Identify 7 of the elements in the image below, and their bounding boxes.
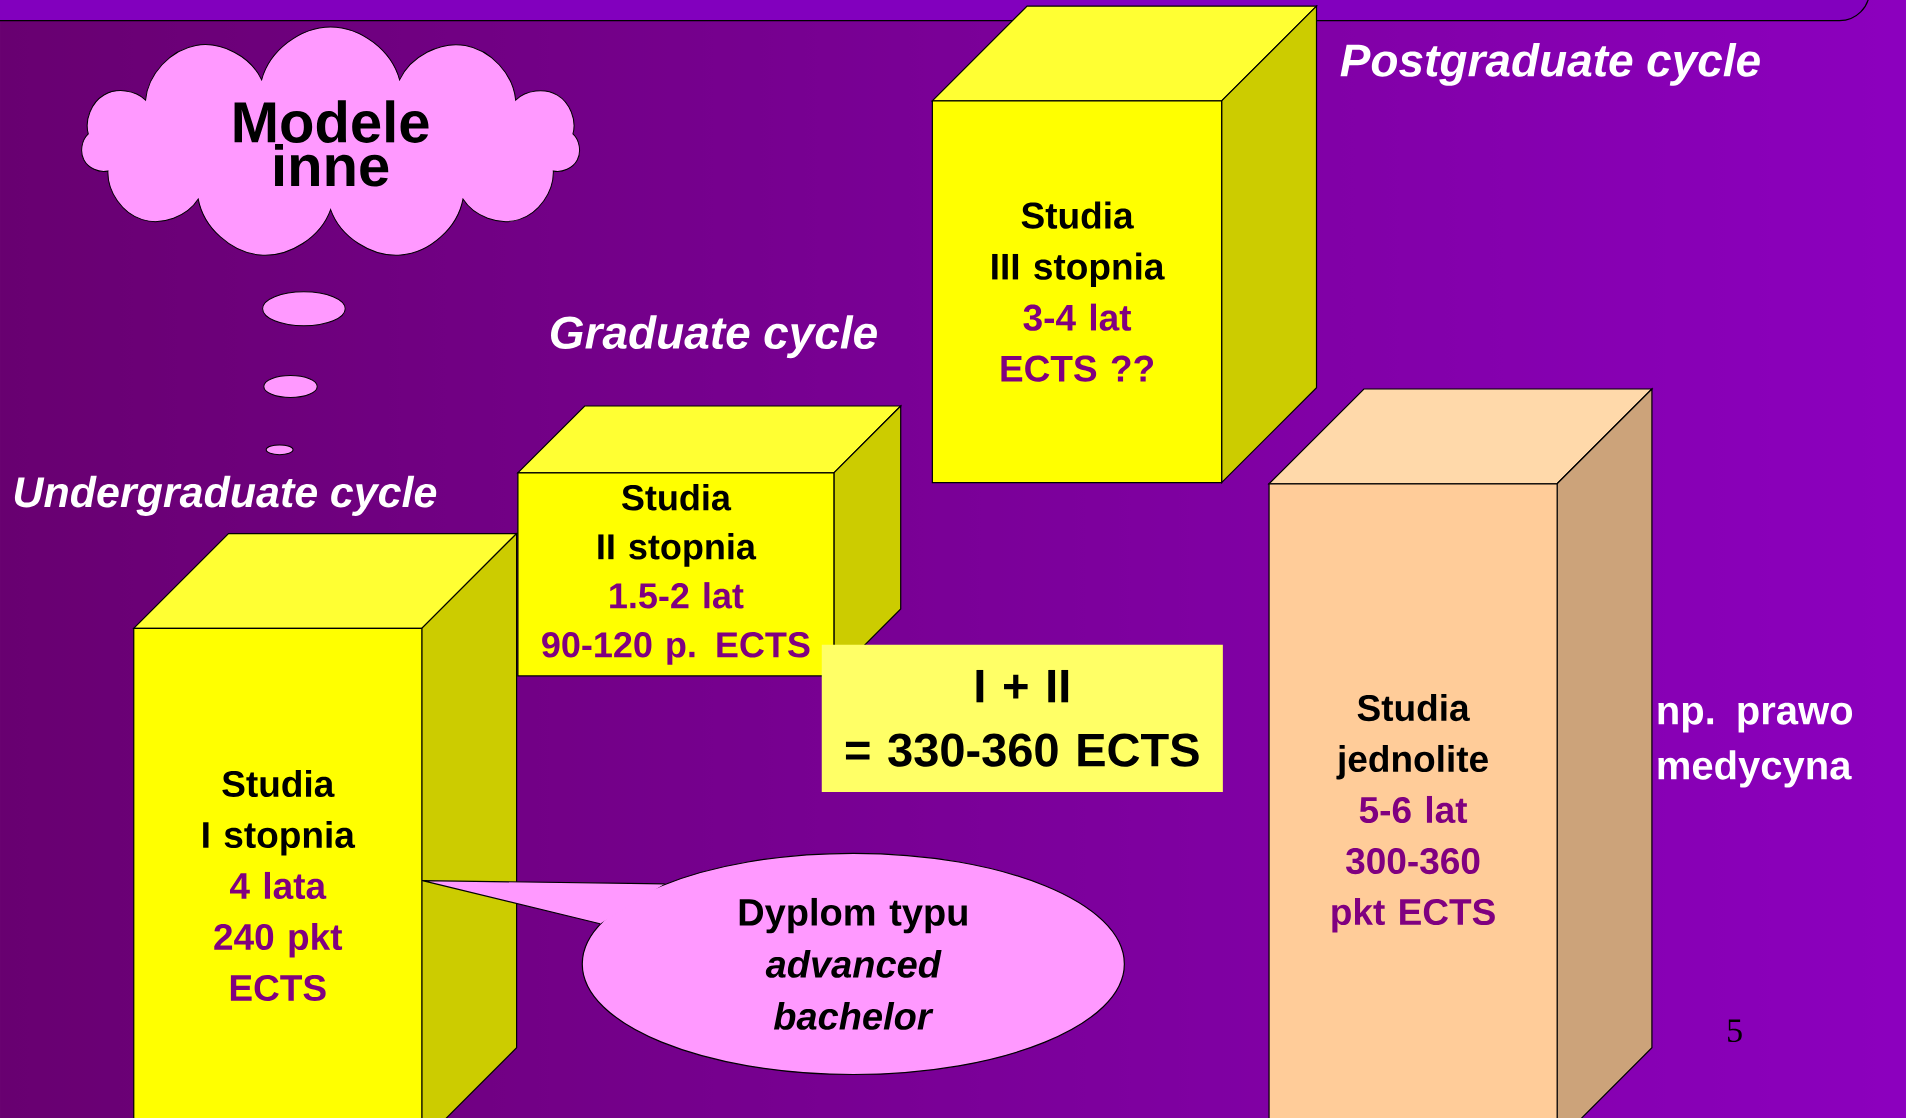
example-note: np. prawo medycyna bbox=[1658, 702, 1853, 788]
page-number: 5 bbox=[1728, 1019, 1742, 1043]
speech-bubble: Dyplom typu advanced bachelor bbox=[581, 852, 1125, 1076]
callout-tail bbox=[421, 880, 666, 925]
sum-box: I + II = 330-360 ECTS bbox=[821, 644, 1223, 792]
cycle-label: Undergraduate cycle bbox=[14, 475, 437, 516]
cycle-label: Postgraduate cycle bbox=[1340, 42, 1760, 86]
